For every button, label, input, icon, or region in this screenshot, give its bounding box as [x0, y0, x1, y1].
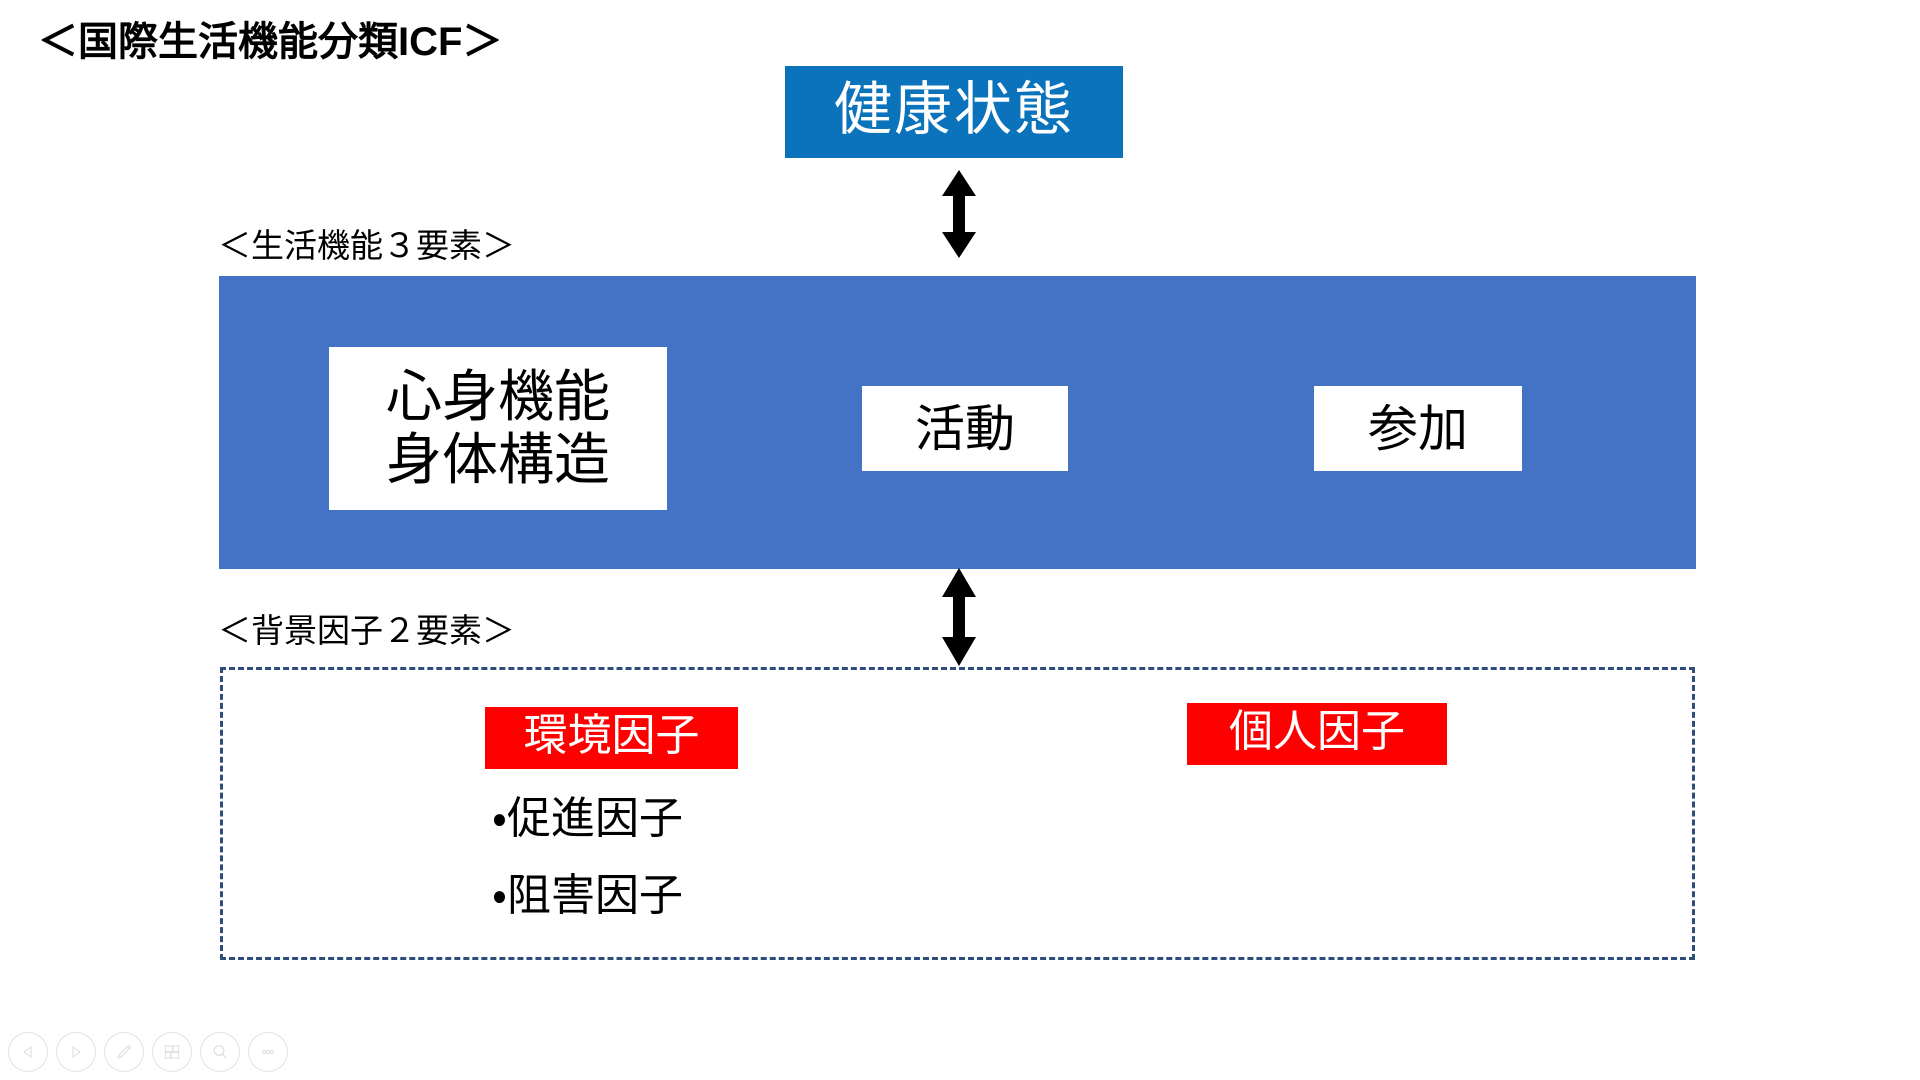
- previous-slide-button[interactable]: [8, 1032, 48, 1072]
- component-participation-label: 参加: [1368, 400, 1468, 457]
- factor-personal-chip: 個人因子: [1187, 703, 1447, 765]
- component-body-line1: 心身機能: [386, 364, 610, 428]
- all-slides-button[interactable]: [152, 1032, 192, 1072]
- component-activity-label: 活動: [915, 400, 1015, 457]
- factor-personal-label: 個人因子: [1229, 707, 1405, 756]
- slides-grid-icon: [162, 1042, 182, 1062]
- presenter-toolbar: [8, 1032, 288, 1072]
- contextual-factors-box: [220, 667, 1695, 960]
- magnifier-icon: [210, 1042, 230, 1062]
- component-activity: 活動: [862, 386, 1068, 471]
- factor-environmental-chip: 環境因子: [485, 707, 738, 769]
- triangle-right-icon: [68, 1044, 84, 1060]
- functioning-caption: ＜生活機能３要素＞: [218, 227, 515, 264]
- functioning-panel: 心身機能 身体構造 活動 参加: [219, 276, 1696, 569]
- triangle-left-icon: [20, 1044, 36, 1060]
- contextual-factors-caption: ＜背景因子２要素＞: [218, 612, 515, 649]
- component-body-line2: 身体構造: [386, 427, 610, 491]
- arrow-health-to-functioning-icon: [938, 170, 980, 258]
- ellipsis-icon: [258, 1042, 278, 1062]
- next-slide-button[interactable]: [56, 1032, 96, 1072]
- list-item: ・阻害因子: [492, 871, 683, 920]
- more-options-button[interactable]: [248, 1032, 288, 1072]
- list-item: ・促進因子: [492, 794, 683, 843]
- zoom-button[interactable]: [200, 1032, 240, 1072]
- health-state-label: 健康状態: [833, 77, 1074, 142]
- pen-icon: [114, 1042, 134, 1062]
- arrow-functioning-to-contextual-icon: [938, 568, 980, 666]
- component-body-functions-structures: 心身機能 身体構造: [329, 347, 667, 510]
- pen-tool-button[interactable]: [104, 1032, 144, 1072]
- component-participation: 参加: [1314, 386, 1522, 471]
- health-state-box: 健康状態: [785, 66, 1123, 158]
- page-title: ＜国際生活機能分類ICF＞: [38, 20, 503, 64]
- factor-environmental-label: 環境因子: [523, 711, 700, 760]
